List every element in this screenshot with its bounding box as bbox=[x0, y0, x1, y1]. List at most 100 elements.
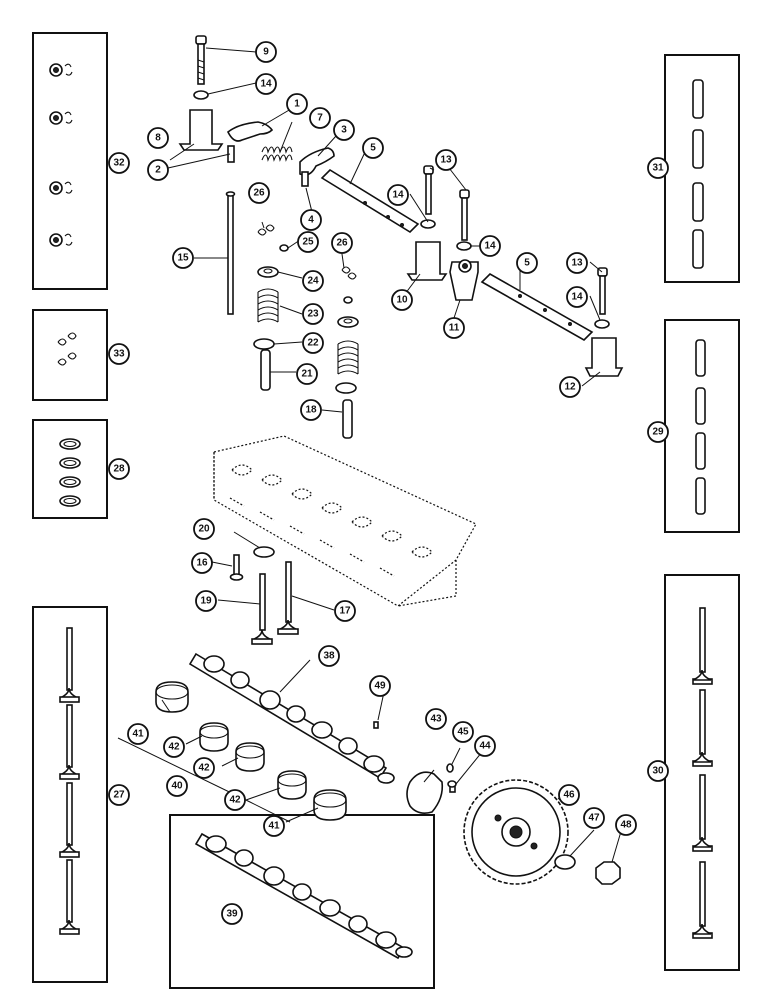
push-rod-15 bbox=[225, 191, 236, 315]
callout-41a: 41 bbox=[127, 723, 149, 745]
callout-number: 12 bbox=[564, 382, 576, 393]
bearing-42-c bbox=[277, 770, 307, 800]
callout-20: 20 bbox=[193, 518, 215, 540]
callout-number: 4 bbox=[308, 215, 314, 226]
washer-47 bbox=[554, 854, 576, 870]
callout-number: 5 bbox=[370, 143, 376, 154]
callout-circle bbox=[255, 41, 277, 63]
callout-number: 22 bbox=[307, 338, 319, 349]
callout-26a: 26 bbox=[248, 182, 270, 204]
callout-number: 1 bbox=[294, 99, 300, 110]
callout-5a: 5 bbox=[362, 137, 384, 159]
callout-21: 21 bbox=[296, 363, 318, 385]
intake-valve-17 bbox=[277, 561, 299, 635]
callout-circle bbox=[452, 721, 474, 743]
rocker-bolt-9 bbox=[195, 35, 207, 85]
seal-ring-kit-28 bbox=[59, 438, 81, 507]
callout-number: 13 bbox=[571, 258, 583, 269]
cylinder-head bbox=[213, 435, 477, 607]
callout-26b: 26 bbox=[331, 232, 353, 254]
callout-number: 30 bbox=[652, 766, 664, 777]
callout-number: 8 bbox=[155, 133, 161, 144]
callout-30: 30 bbox=[647, 760, 669, 782]
exhaust-valve-19 bbox=[251, 573, 273, 645]
callout-number: 42 bbox=[168, 742, 180, 753]
callout-41b: 41 bbox=[263, 815, 285, 837]
camshaft-gear-46 bbox=[463, 779, 569, 885]
washer-14-a bbox=[420, 219, 436, 229]
callout-circle bbox=[647, 157, 669, 179]
callout-number: 48 bbox=[620, 820, 632, 831]
valve-kit-27 bbox=[59, 627, 80, 935]
bolts-13 bbox=[423, 165, 470, 241]
callout-number: 13 bbox=[440, 155, 452, 166]
callout-number: 16 bbox=[196, 558, 208, 569]
callout-number: 20 bbox=[198, 524, 210, 535]
callout-circle bbox=[193, 518, 215, 540]
spring-cap-24 bbox=[257, 266, 279, 278]
callout-number: 11 bbox=[449, 323, 460, 334]
valve-kit-30 bbox=[692, 607, 713, 939]
seal-25 bbox=[279, 244, 289, 252]
callout-42c: 42 bbox=[224, 789, 246, 811]
kit-box-27 bbox=[32, 606, 108, 983]
callout-number: 14 bbox=[260, 79, 272, 90]
callout-7: 7 bbox=[309, 107, 331, 129]
callout-circle bbox=[248, 182, 270, 204]
callout-13a: 13 bbox=[435, 149, 457, 171]
callout-number: 14 bbox=[484, 241, 496, 252]
callout-circle bbox=[558, 784, 580, 806]
callout-circle bbox=[108, 343, 130, 365]
callout-circle bbox=[334, 600, 356, 622]
callout-circle bbox=[302, 303, 324, 325]
bearing-42-a bbox=[199, 722, 229, 752]
callout-circle bbox=[127, 723, 149, 745]
callout-15: 15 bbox=[172, 247, 194, 269]
callout-circle bbox=[425, 708, 447, 730]
callout-circle bbox=[221, 903, 243, 925]
callout-number: 44 bbox=[479, 741, 491, 752]
washer-14-top bbox=[193, 90, 209, 100]
callout-number: 15 bbox=[177, 253, 189, 264]
kit-box-33 bbox=[32, 309, 108, 401]
callout-number: 41 bbox=[268, 821, 280, 832]
callout-number: 25 bbox=[302, 237, 314, 248]
stud-16 bbox=[229, 554, 244, 581]
callout-33: 33 bbox=[108, 343, 130, 365]
pin-49 bbox=[373, 721, 379, 729]
callout-circle bbox=[391, 289, 413, 311]
kit-box-28 bbox=[32, 419, 108, 519]
callout-12: 12 bbox=[559, 376, 581, 398]
washer-14-b bbox=[456, 241, 472, 251]
spring-cap-24-right bbox=[337, 316, 359, 328]
callout-number: 31 bbox=[652, 163, 664, 174]
callout-circle bbox=[108, 458, 130, 480]
valve-guide-kit-31 bbox=[692, 79, 704, 269]
callout-number: 42 bbox=[198, 763, 210, 774]
callout-16: 16 bbox=[191, 552, 213, 574]
callout-circle bbox=[108, 152, 130, 174]
callout-circle bbox=[195, 590, 217, 612]
callout-circle bbox=[300, 399, 322, 421]
seal-25-b bbox=[343, 296, 353, 304]
callout-number: 24 bbox=[307, 276, 319, 287]
bolt-13-right bbox=[597, 267, 608, 315]
callout-number: 47 bbox=[588, 813, 600, 824]
callout-27: 27 bbox=[108, 784, 130, 806]
callout-number: 26 bbox=[253, 188, 265, 199]
callout-number: 32 bbox=[113, 158, 125, 169]
callout-circle bbox=[297, 231, 319, 253]
callout-number: 38 bbox=[323, 651, 335, 662]
callout-circle bbox=[566, 252, 588, 274]
callout-25: 25 bbox=[297, 231, 319, 253]
callout-circle bbox=[193, 757, 215, 779]
callout-circle bbox=[172, 247, 194, 269]
callout-19: 19 bbox=[195, 590, 217, 612]
callout-number: 28 bbox=[113, 464, 125, 475]
valve-guide-kit-29 bbox=[695, 339, 706, 515]
callout-circle bbox=[309, 107, 331, 129]
rocker-arm-3 bbox=[299, 147, 335, 176]
callout-circle bbox=[566, 286, 588, 308]
callout-14b: 14 bbox=[387, 184, 409, 206]
bearing-41-bottom bbox=[313, 789, 347, 821]
